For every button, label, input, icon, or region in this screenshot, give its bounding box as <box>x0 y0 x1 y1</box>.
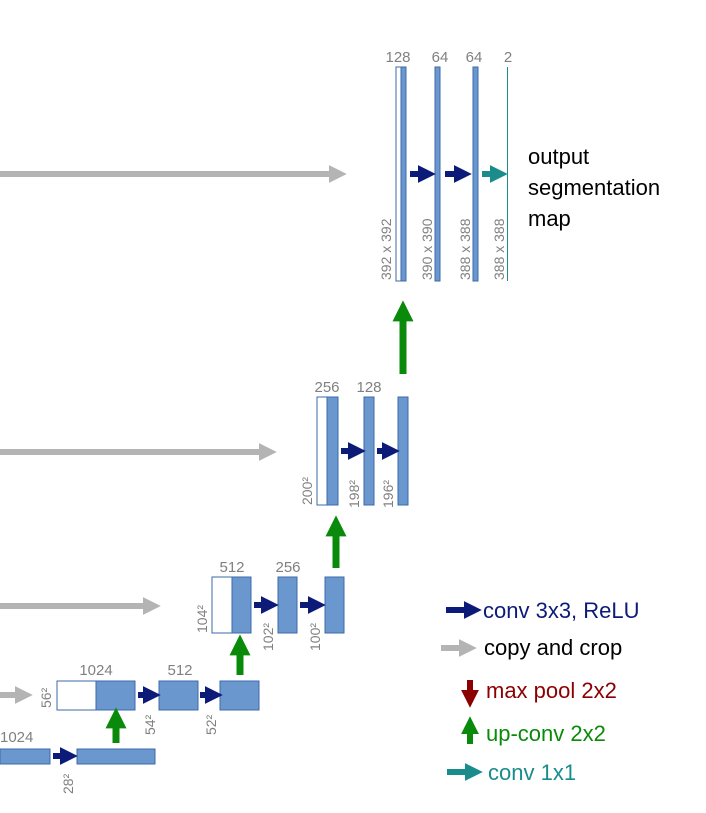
dim-label-56: 56² <box>38 687 54 708</box>
dim-label-196: 196² <box>380 480 396 508</box>
channel-label-64b: 64 <box>466 49 483 66</box>
dim-label-390: 390 x 390 <box>419 218 435 280</box>
feature-map-crop-copy-256 <box>316 396 328 506</box>
feature-map-128a <box>363 396 375 506</box>
channel-label-512: 512 <box>167 662 192 679</box>
feature-map-output-2 <box>507 67 508 281</box>
dim-label-388a: 388 x 388 <box>457 218 473 280</box>
output-label-line3: map <box>528 206 571 231</box>
feature-map-256a <box>277 576 298 634</box>
channel-label-2: 2 <box>504 49 512 66</box>
feature-map-256b <box>324 576 345 634</box>
feature-map-bottleneck-1024b <box>76 748 156 765</box>
dim-label-392: 392 x 392 <box>378 218 394 280</box>
legend-conv-label: conv 3x3, ReLU <box>483 598 640 623</box>
channel-label-128: 128 <box>356 379 381 396</box>
feature-map-128b <box>397 396 409 506</box>
dim-label-28: 28² <box>60 773 76 794</box>
legend-upconv-label: up-conv 2x2 <box>486 721 606 746</box>
dim-label-100: 100² <box>307 623 323 651</box>
legend: conv 3x3, ReLU copy and crop max pool 2x… <box>441 598 640 785</box>
legend-copy-label: copy and crop <box>484 635 622 660</box>
output-label-line1: output <box>528 144 589 169</box>
feature-map-512a <box>158 680 199 711</box>
dim-label-52: 52² <box>203 714 219 735</box>
feature-map-upconv-512 <box>231 576 252 634</box>
channel-label-1024: 1024 <box>0 729 33 746</box>
channel-label-128: 128 <box>385 49 410 66</box>
feature-map-64b <box>472 66 479 282</box>
output-label-line2: segmentation <box>528 175 660 200</box>
channel-label-1024: 1024 <box>79 662 112 679</box>
channel-label-256: 256 <box>314 379 339 396</box>
feature-map-upconv-256 <box>326 396 339 506</box>
dim-label-388b: 388 x 388 <box>491 218 507 280</box>
legend-pool-label: max pool 2x2 <box>486 678 617 703</box>
feature-map-512b <box>219 680 260 711</box>
feature-map-crop-copy-1024 <box>56 680 97 711</box>
feature-map-crop-copy-128 <box>395 66 402 282</box>
dim-label-104: 104² <box>194 605 210 633</box>
channel-label-512: 512 <box>219 559 244 576</box>
channel-label-64a: 64 <box>432 49 449 66</box>
dim-label-198: 198² <box>346 480 362 508</box>
feature-map-bottleneck-1024a <box>0 748 51 765</box>
channel-label-256: 256 <box>275 559 300 576</box>
feature-map-upconv-128 <box>400 66 407 282</box>
dim-label-200: 200² <box>299 477 315 505</box>
dim-label-54: 54² <box>142 714 158 735</box>
legend-conv1x1-label: conv 1x1 <box>488 760 576 785</box>
feature-map-upconv-1024 <box>95 680 136 711</box>
feature-map-64a <box>434 66 441 282</box>
dim-label-102: 102² <box>260 623 276 651</box>
feature-map-crop-copy-512 <box>211 576 233 634</box>
